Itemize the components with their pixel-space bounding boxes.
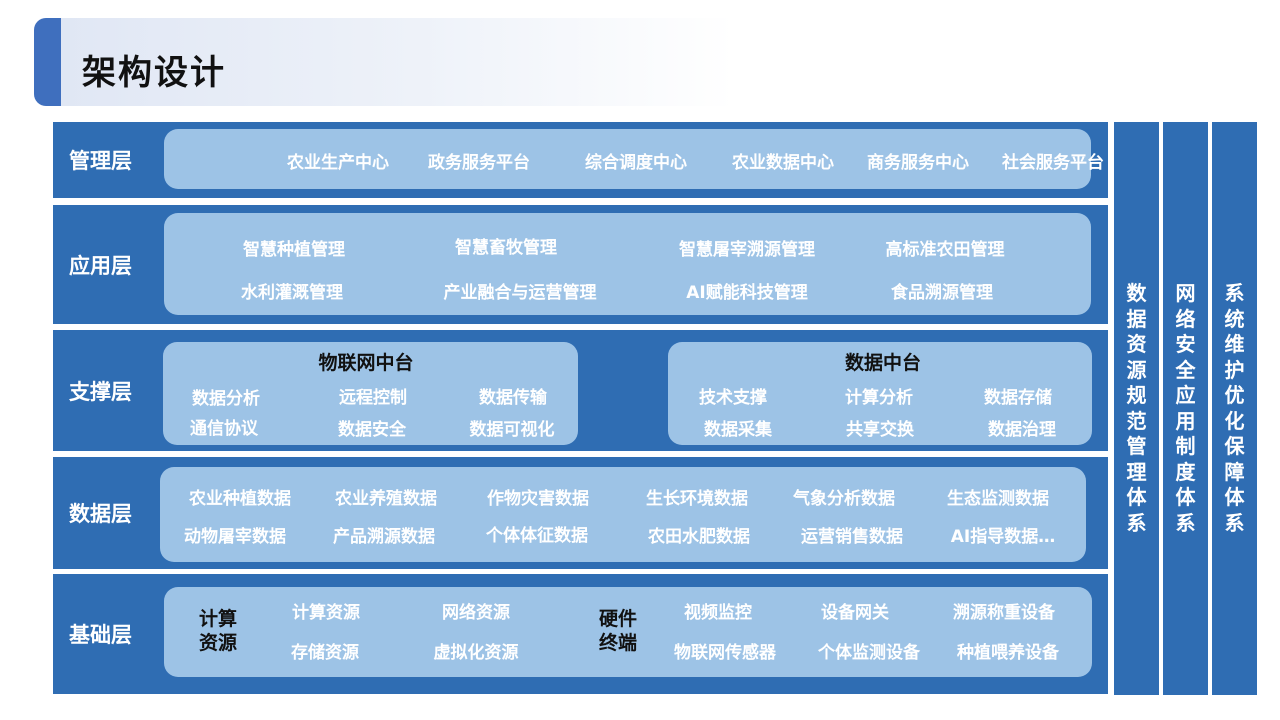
application-panel: 智慧种植管理 智慧畜牧管理 智慧屠宰溯源管理 高标准农田管理 水利灌溉管理 产业… [164,213,1091,315]
side-column-system-maintenance: 系统维护优化保障体系 [1212,122,1257,695]
title-bar [34,18,734,106]
data-item: 气象分析数据 [793,489,895,509]
data-platform-item: 计算分析 [845,388,913,408]
side-column-network-security: 网络安全应用制度体系 [1163,122,1208,695]
data-item: 农田水肥数据 [648,527,750,547]
application-item: AI赋能科技管理 [686,283,808,303]
management-item: 商务服务中心 [867,153,969,173]
layer-support: 支撑层 物联网中台 数据分析 远程控制 数据传输 通信协议 数据安全 数据可视化… [53,330,1108,451]
foundation-panel: 计算 资源 计算资源 网络资源 存储资源 虚拟化资源 硬件 终端 视频监控 设备… [164,587,1092,677]
foundation-item: 计算资源 [292,603,360,623]
title-accent [34,18,61,106]
side-column-text: 系统维护优化保障体系 [1224,281,1245,535]
foundation-item: 视频监控 [684,603,752,623]
data-platform-item: 共享交换 [846,420,914,440]
data-item: 个体体征数据 [486,526,588,546]
application-item: 食品溯源管理 [891,283,993,303]
page-title: 架构设计 [82,53,226,93]
iot-platform-title: 物联网中台 [318,352,414,374]
application-item: 智慧种植管理 [243,240,345,260]
data-platform-item: 数据治理 [988,420,1056,440]
hardware-terminal-label-text: 硬件 终端 [598,608,638,654]
compute-resources-label: 计算 资源 [199,607,237,655]
data-platform-panel: 数据中台 技术支撑 计算分析 数据存储 数据采集 共享交换 数据治理 [668,342,1092,445]
management-item: 政务服务平台 [428,153,530,173]
application-item: 高标准农田管理 [885,240,1005,260]
management-item: 农业生产中心 [287,153,389,173]
application-item: 智慧畜牧管理 [455,238,557,258]
layer-label-application: 应用层 [69,253,132,278]
iot-item: 数据可视化 [469,420,555,440]
foundation-item: 存储资源 [291,643,359,663]
management-item: 社会服务平台 [1002,153,1104,173]
data-platform-item: 数据存储 [984,388,1052,408]
data-item: 动物屠宰数据 [184,527,286,547]
iot-item: 远程控制 [339,388,407,408]
data-item: 生长环境数据 [646,489,748,509]
data-item: 运营销售数据 [801,527,903,547]
iot-platform-panel: 物联网中台 数据分析 远程控制 数据传输 通信协议 数据安全 数据可视化 [163,342,578,445]
management-panel: 农业生产中心 政务服务平台 综合调度中心 农业数据中心 商务服务中心 社会服务平… [164,129,1104,189]
management-item: 综合调度中心 [585,153,687,173]
iot-item: 通信协议 [190,419,258,439]
data-item: 农业种植数据 [189,489,291,509]
application-item: 产业融合与运营管理 [443,283,597,303]
data-item: 产品溯源数据 [333,527,435,547]
iot-item: 数据安全 [338,420,406,440]
iot-item: 数据分析 [192,389,260,409]
layer-label-foundation: 基础层 [69,623,132,647]
foundation-item: 网络资源 [442,603,510,623]
layer-label-management: 管理层 [69,149,132,173]
data-item: 生态监测数据 [947,489,1049,509]
foundation-item: 物联网传感器 [674,643,776,663]
data-item: 农业养殖数据 [335,489,437,509]
data-platform-item: 数据采集 [704,420,772,440]
foundation-item: 虚拟化资源 [433,643,519,663]
data-platform-title: 数据中台 [844,352,922,374]
layer-application: 应用层 智慧种植管理 智慧畜牧管理 智慧屠宰溯源管理 高标准农田管理 水利灌溉管… [53,205,1108,324]
data-item: AI指导数据… [950,527,1056,547]
data-item: 作物灾害数据 [487,489,589,509]
side-column-text: 网络安全应用制度体系 [1175,281,1196,535]
foundation-item: 个体监测设备 [818,643,920,663]
foundation-item: 溯源称重设备 [953,603,1055,623]
management-item: 农业数据中心 [732,153,834,173]
data-platform-item: 技术支撑 [699,388,767,408]
layer-label-support: 支撑层 [69,379,132,404]
layer-data: 数据层 农业种植数据 农业养殖数据 作物灾害数据 生长环境数据 气象分析数据 生… [53,457,1108,569]
iot-item: 数据传输 [479,388,547,408]
data-panel: 农业种植数据 农业养殖数据 作物灾害数据 生长环境数据 气象分析数据 生态监测数… [160,467,1086,562]
hardware-terminal-label: 硬件 终端 [599,607,637,655]
layer-foundation: 基础层 计算 资源 计算资源 网络资源 存储资源 虚拟化资源 硬件 终端 视频监… [53,574,1108,694]
layer-label-data: 数据层 [69,502,132,526]
application-item: 水利灌溉管理 [241,283,343,303]
foundation-item: 设备网关 [821,603,889,623]
side-column-text: 数据资源规范管理体系 [1126,281,1147,535]
application-item: 智慧屠宰溯源管理 [679,240,815,260]
layer-management: 管理层 农业生产中心 政务服务平台 综合调度中心 农业数据中心 商务服务中心 社… [53,122,1108,198]
compute-resources-label-text: 计算 资源 [198,608,238,654]
foundation-item: 种植喂养设备 [957,643,1059,663]
side-column-data-standards: 数据资源规范管理体系 [1114,122,1159,695]
